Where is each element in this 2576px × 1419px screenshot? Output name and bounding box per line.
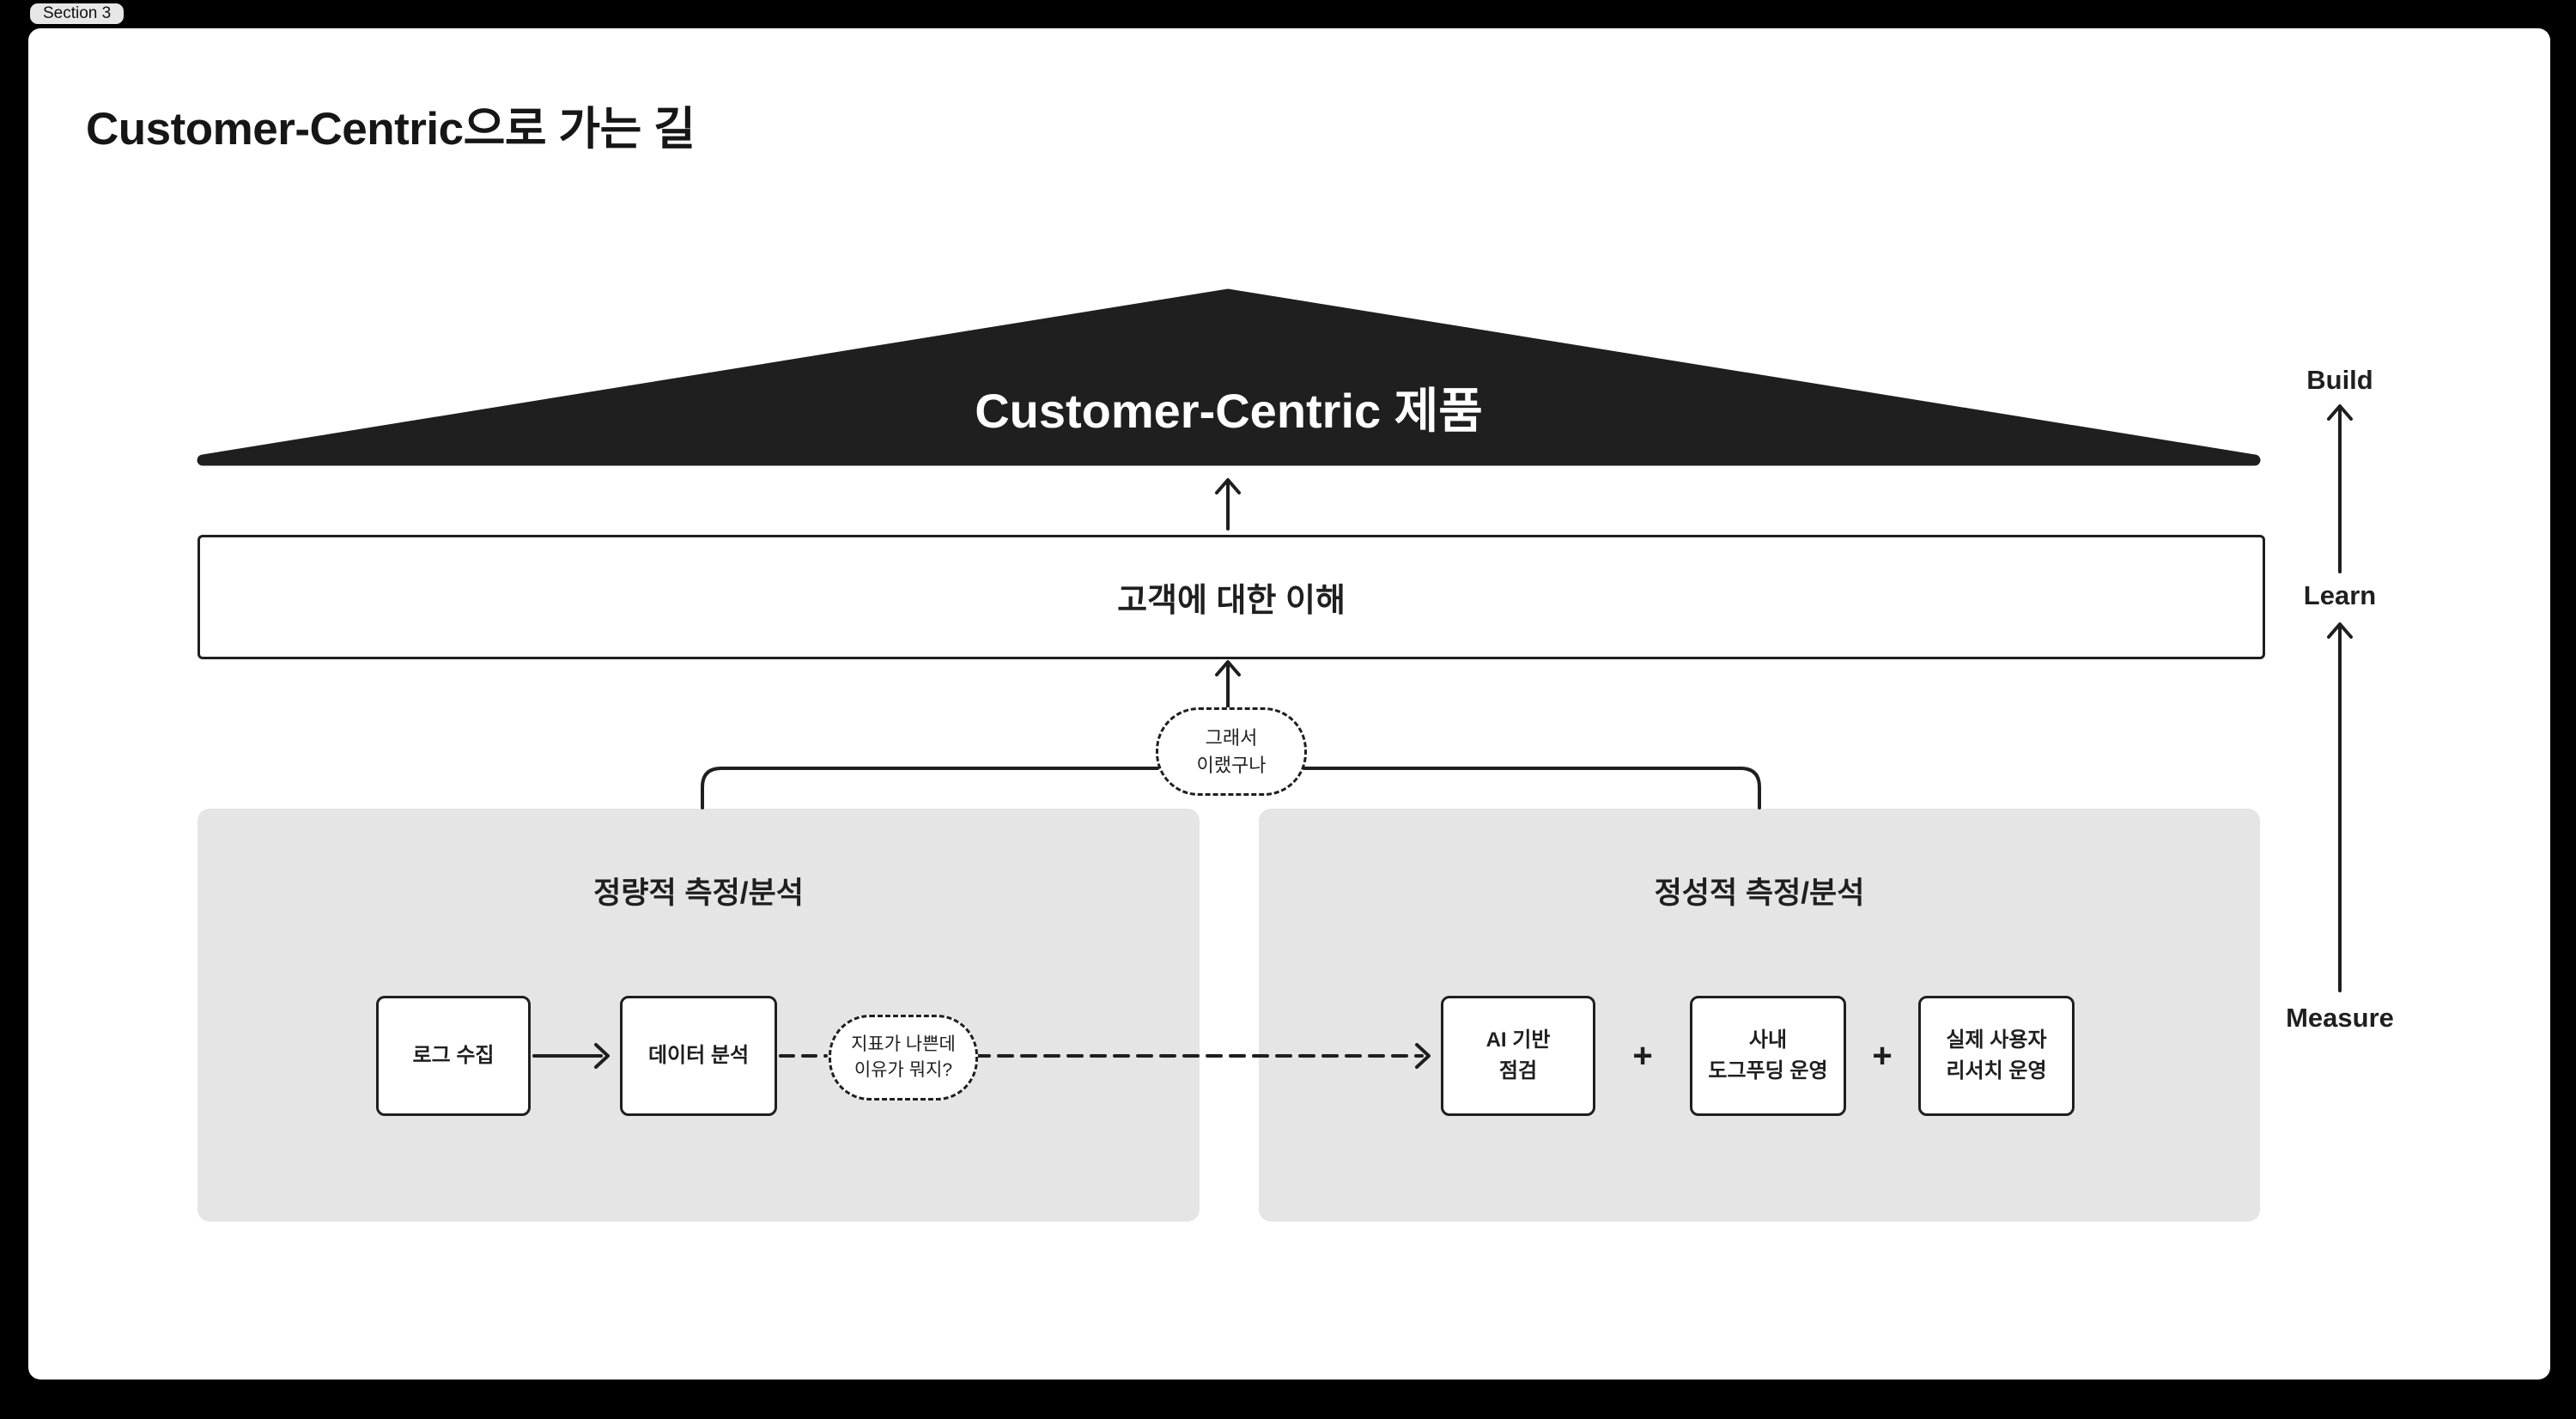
slide-title: Customer-Centric으로 가는 길 xyxy=(86,104,696,155)
qualitative-panel: 정성적 측정/분석 xyxy=(1259,809,2260,1222)
understanding-label: 고객에 대한 이해 xyxy=(1117,583,1346,619)
rail-label-measure: Measure xyxy=(2286,1003,2394,1033)
rail-label-build: Build xyxy=(2306,365,2373,395)
quantitative-panel-title: 정량적 측정/분석 xyxy=(593,876,804,910)
question-bubble: 지표가 나쁜데 이유가 뭐지? xyxy=(829,1015,978,1101)
qualitative-panel-title: 정성적 측정/분석 xyxy=(1654,876,1865,910)
data-analysis-box: 데이터 분석 xyxy=(620,996,777,1116)
rail-label-learn: Learn xyxy=(2303,580,2377,610)
insight-bubble: 그래서 이랬구나 xyxy=(1156,707,1307,796)
dogfooding-box: 사내 도그푸딩 운영 xyxy=(1690,996,1846,1116)
section-badge[interactable]: Section 3 xyxy=(30,3,125,24)
pyramid-product-label: Customer-Centric 제품 xyxy=(975,384,1483,438)
plus-sign-2: + xyxy=(1872,1037,1893,1075)
plus-sign-1: + xyxy=(1632,1037,1653,1075)
log-collection-box: 로그 수집 xyxy=(376,996,531,1116)
ai-check-box: AI 기반 점검 xyxy=(1441,996,1595,1116)
user-research-box: 실제 사용자 리서치 운영 xyxy=(1918,996,2075,1116)
understanding-box: 고객에 대한 이해 xyxy=(197,535,2265,659)
